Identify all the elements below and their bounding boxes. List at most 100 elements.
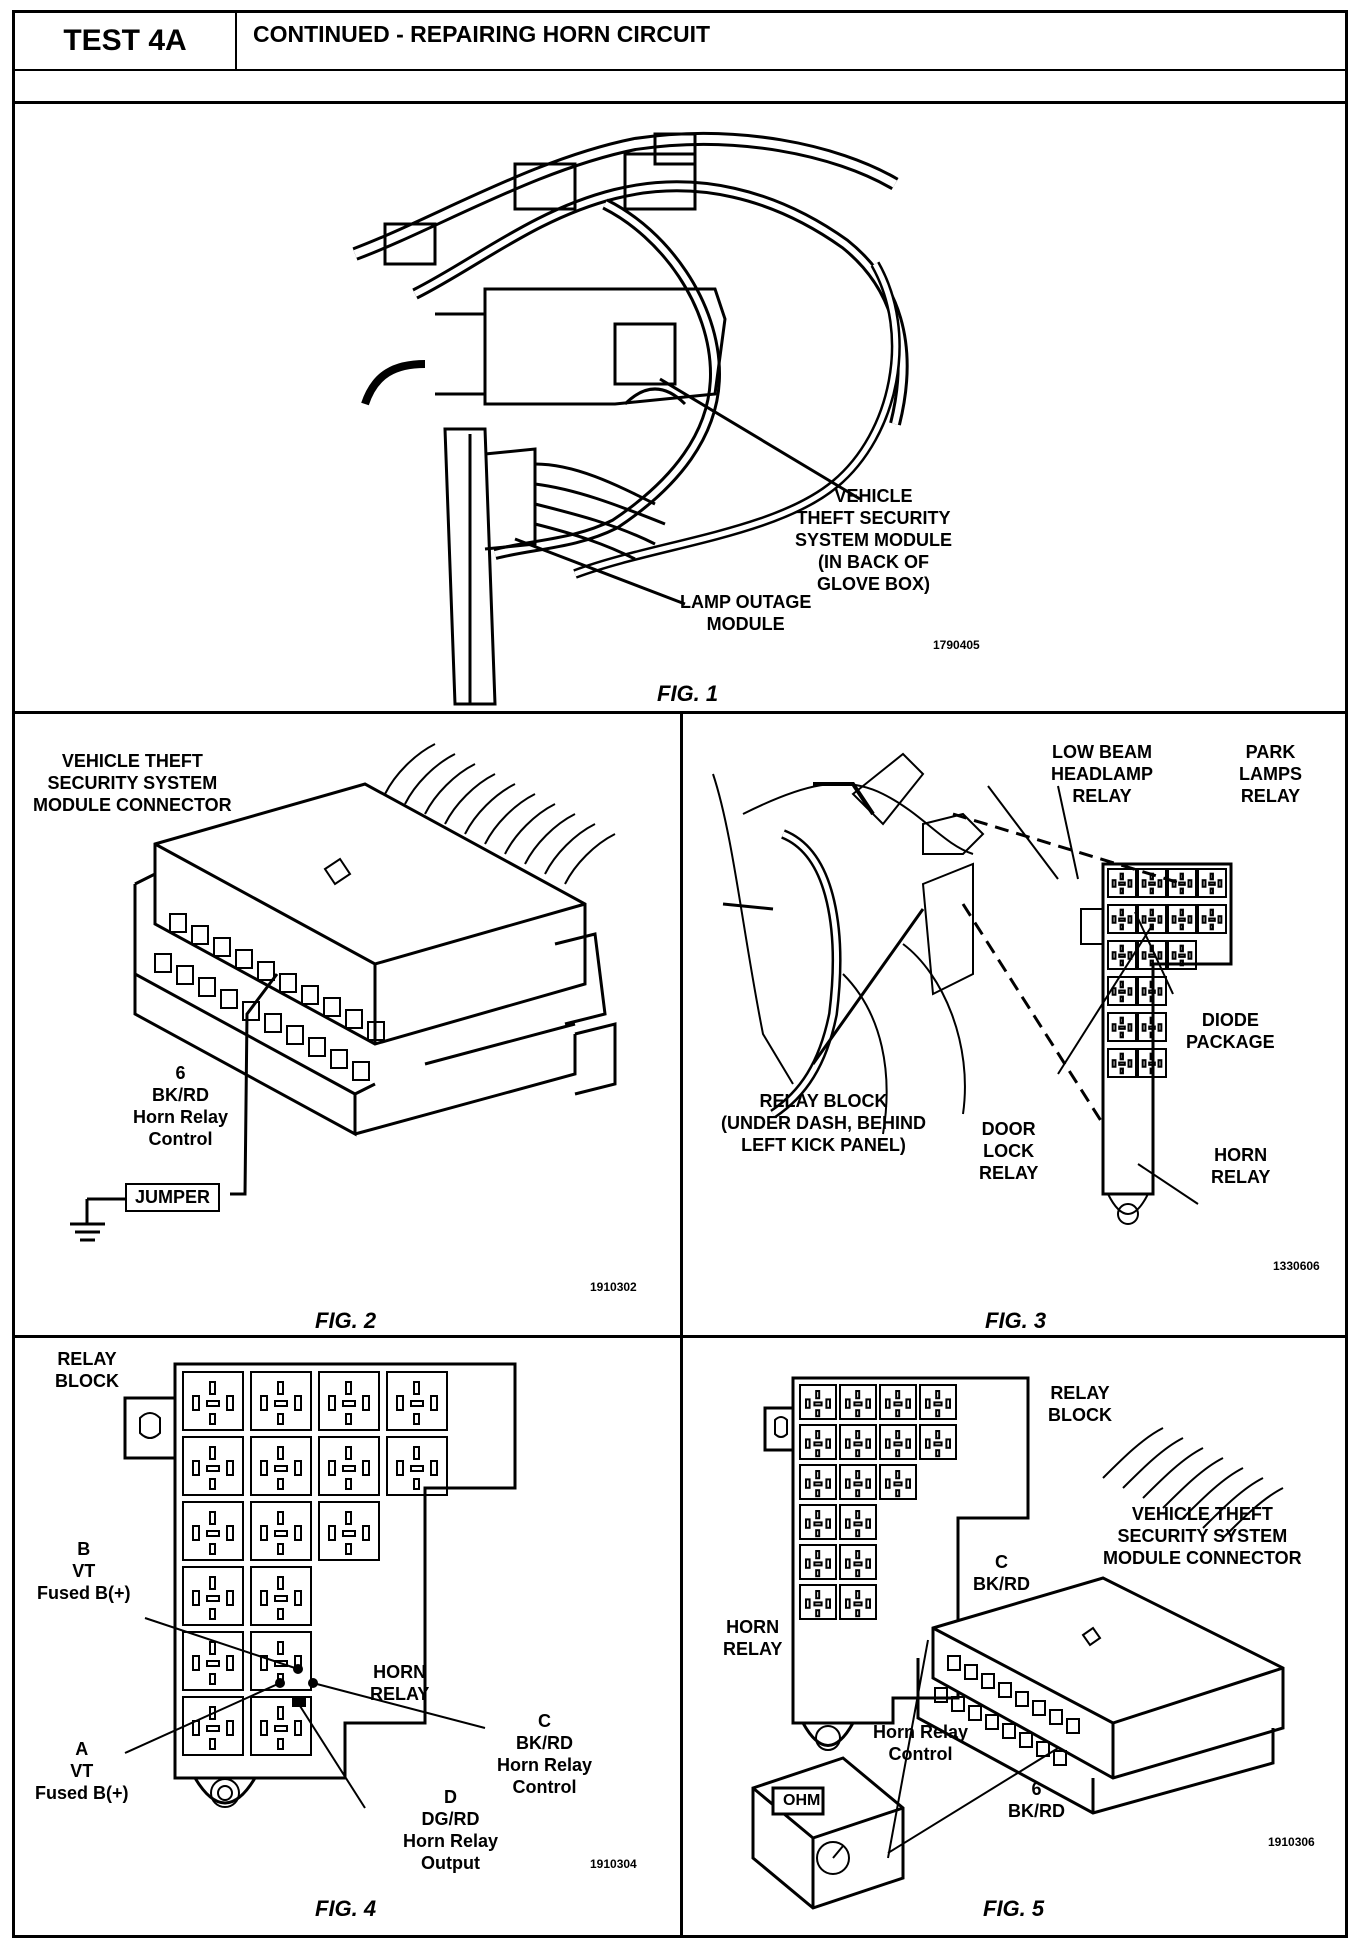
fig3-relay-5-0: [1107, 1048, 1137, 1078]
fig5-relay-1-2-terminal: [905, 1438, 911, 1449]
fig3-relay-3-1-terminal: [1141, 987, 1147, 996]
fig3-relay-1-1-terminal: [1157, 915, 1163, 924]
fig5-relay-3-1: [839, 1504, 877, 1540]
fig4-relay-5-0-terminal: [192, 1720, 200, 1736]
fig5-relay-1-1-terminal: [855, 1430, 861, 1440]
fig4-relay-1-0-terminal: [209, 1446, 216, 1460]
fig5-relay-0-0-terminal: [815, 1409, 821, 1418]
fig5-relay-3-0-terminal: [805, 1518, 811, 1529]
fig4-relay-3-0-terminal: [192, 1590, 200, 1606]
fig4-relay-5-1-terminal: [274, 1725, 288, 1732]
fig4-relay-1-0-terminal: [206, 1465, 220, 1472]
fig3-relay-2-1: [1137, 940, 1167, 970]
fig3-relay-2-2-terminal: [1178, 953, 1186, 958]
fig3-relay-1-0-terminal: [1119, 923, 1124, 931]
fig5-relay-0-1-terminal: [865, 1398, 871, 1409]
fig3-relay-5-1-terminal: [1148, 1061, 1156, 1066]
fig3-relay-2-0-terminal: [1111, 951, 1117, 960]
fig3-relay-2-0-terminal: [1119, 959, 1124, 967]
fig1-drawing-number: 1790405: [933, 638, 980, 652]
fig4-relay-0-3-terminal: [410, 1400, 424, 1407]
fig5-relay-4-1-terminal: [855, 1569, 861, 1578]
fig4-relay-1-2-terminal: [328, 1460, 336, 1476]
fig5-relay-5-1-terminal: [855, 1590, 861, 1600]
fig4-relay-2-0-terminal: [192, 1525, 200, 1541]
ohmmeter-display: OHM: [783, 1792, 821, 1809]
fig5-relay-3-1-terminal: [845, 1518, 851, 1529]
fig4-relay-1-1-terminal: [294, 1460, 302, 1476]
fig5-relay-5-1: [839, 1584, 877, 1620]
fig5-relay-3-1-terminal: [853, 1521, 863, 1527]
fig4-relay-0-2-terminal: [362, 1395, 370, 1411]
fig4-relay-5-1: [250, 1696, 312, 1756]
fig5-relay-block-label: RELAY BLOCK: [1048, 1383, 1112, 1425]
fig4-relay-0-2-terminal: [328, 1395, 336, 1411]
fig5-relay-0-3-terminal: [925, 1398, 931, 1409]
fig3-relay-0-1-terminal: [1141, 879, 1147, 888]
fig5-relay-2-0-terminal: [825, 1478, 831, 1489]
fig3-relay-0-3-terminal: [1209, 872, 1214, 881]
fig5-relay-5-0-terminal: [805, 1598, 811, 1609]
fig4-relay-0-1-terminal: [277, 1381, 284, 1395]
fig5-relay-1-1-terminal: [845, 1438, 851, 1449]
fig5-relay-1-0-terminal: [825, 1438, 831, 1449]
fig5-relay-4-0-terminal: [825, 1558, 831, 1569]
fig3-relay-0-2-terminal: [1178, 881, 1186, 886]
fig3-relay-1-0-terminal: [1118, 917, 1126, 922]
fig3-relay-0-0: [1107, 868, 1137, 898]
fig3-relay-3-1-terminal: [1149, 980, 1154, 989]
fig5-relay-3-1-terminal: [865, 1518, 871, 1529]
fig5-pin-c-label: C BK/RD: [973, 1552, 1030, 1594]
fig5-relay-0-3-terminal: [935, 1409, 941, 1418]
fig4-relay-2-2-terminal: [328, 1525, 336, 1541]
fig4-relay-2-1-terminal: [294, 1525, 302, 1541]
fig3-relay-5-0-terminal: [1119, 1067, 1124, 1075]
fig3-relay-0-3-terminal: [1217, 879, 1223, 888]
fig5-relay-3-0-terminal: [813, 1521, 823, 1527]
fig5-relay-0-2-terminal: [905, 1398, 911, 1409]
fig5-relay-4-0-terminal: [815, 1550, 821, 1560]
fig3-relay-1-1-terminal: [1149, 908, 1154, 917]
fig5-relay-3-0-terminal: [815, 1510, 821, 1520]
fig5-relay-1-0: [799, 1424, 837, 1460]
fig3-relay-3-0-terminal: [1119, 980, 1124, 989]
fig4-relay-2-1-terminal: [260, 1525, 268, 1541]
fig5-relay-4-0: [799, 1544, 837, 1580]
fig3-relay-2-1-terminal: [1157, 951, 1163, 960]
fig2-drawing-number: 1910302: [590, 1280, 637, 1294]
fig5-relay-0-1: [839, 1384, 877, 1420]
fig1-vtss-module-label: VEHICLE THEFT SECURITY SYSTEM MODULE (IN…: [795, 486, 953, 594]
fig5-relay-1-3-terminal: [945, 1438, 951, 1449]
fig5-relay-0-2-terminal: [895, 1390, 901, 1400]
fig4-relay-0-2: [318, 1371, 380, 1431]
fig5-relay-2-2-terminal: [893, 1481, 903, 1487]
fig5-relay-1-2: [879, 1424, 917, 1460]
fig3-relay-5-1-terminal: [1149, 1052, 1154, 1061]
fig4-relay-0-3-terminal: [413, 1381, 420, 1395]
fig4-relay-1-1: [250, 1436, 312, 1496]
fig5-relay-0-1-terminal: [845, 1398, 851, 1409]
fig5-relay-2-1-terminal: [855, 1489, 861, 1498]
fig3-diode-label: DIODE PACKAGE: [1186, 1010, 1275, 1052]
fig4-relay-4-0-terminal: [192, 1655, 200, 1671]
fig3-relay-2-0-terminal: [1118, 953, 1126, 958]
fig5-relay-2-2-terminal: [895, 1470, 901, 1480]
fig4-relay-3-0-terminal: [209, 1608, 216, 1620]
fig4-relay-5-1-terminal: [294, 1720, 302, 1736]
fig5-relay-2-1-terminal: [845, 1478, 851, 1489]
fig3-relay-block-label: RELAY BLOCK (UNDER DASH, BEHIND LEFT KIC…: [721, 1091, 927, 1155]
fig5-relay-0-0-terminal: [813, 1401, 823, 1407]
fig4-relay-3-1-terminal: [274, 1595, 288, 1602]
fig4-relay-3-1-terminal: [277, 1608, 284, 1620]
page-header: TEST 4A CONTINUED - REPAIRING HORN CIRCU…: [15, 13, 1345, 71]
fig4-relay-2-1: [250, 1501, 312, 1561]
fig3-relay-5-0-terminal: [1118, 1061, 1126, 1066]
fig5-relay-0-3: [919, 1384, 957, 1420]
fig5-relay-1-2-terminal: [893, 1441, 903, 1447]
fig4-relay-1-1-terminal: [274, 1465, 288, 1472]
fig4-relay-4-0: [182, 1631, 244, 1691]
fig5-relay-0-3-terminal: [935, 1390, 941, 1400]
fig4-relay-2-2-terminal: [345, 1543, 352, 1555]
fig5-relay-4-1-terminal: [845, 1558, 851, 1569]
fig4-relay-0-0-terminal: [209, 1413, 216, 1425]
